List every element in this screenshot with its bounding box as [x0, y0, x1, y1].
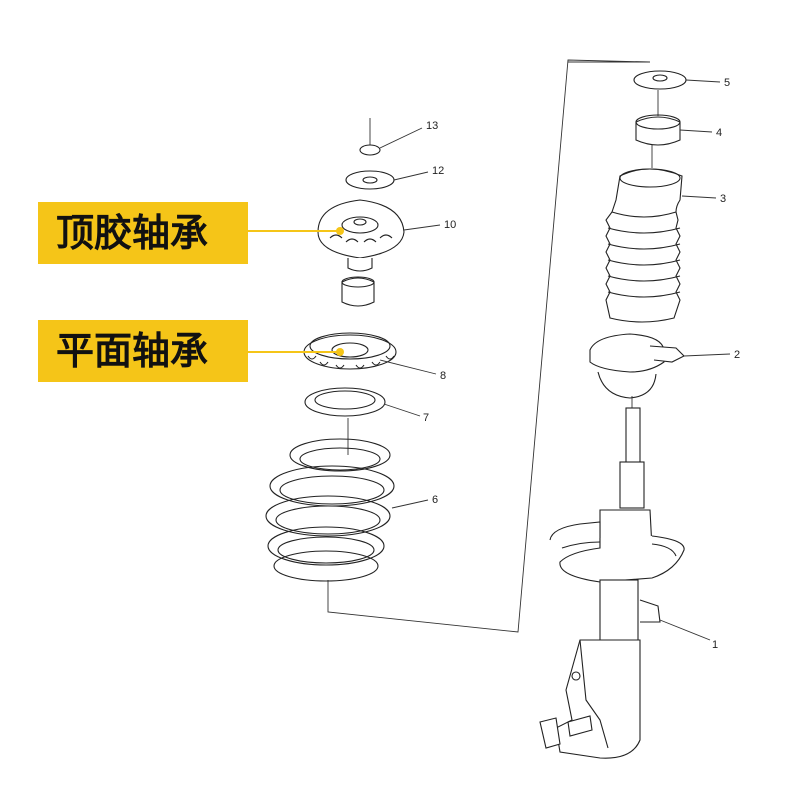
part-3-dust-boot: [605, 168, 717, 323]
callout-top-mount-label: 顶胶轴承: [38, 202, 248, 264]
callout-plane-bearing-label: 平面轴承: [38, 320, 248, 382]
part-7-spring-seat: [304, 387, 421, 417]
part-label-4: 4: [716, 127, 722, 139]
part-8-plane-bearing: [303, 332, 437, 375]
part-5-cap: [633, 70, 721, 90]
part-12-washer: [345, 170, 429, 190]
part-6-coil-spring: [265, 438, 429, 582]
part-label-6: 6: [432, 494, 438, 506]
part-1-strut-body: [539, 396, 711, 759]
part-label-13: 13: [426, 120, 438, 132]
part-label-2: 2: [734, 349, 740, 361]
part-13-nut: [359, 118, 423, 156]
part-label-10: 10: [444, 219, 456, 231]
part-label-3: 3: [720, 193, 726, 205]
part-10-top-mount: [317, 199, 441, 272]
callout-dot-plane-bearing: [336, 348, 344, 356]
part-4-bushing: [635, 114, 713, 146]
part-label-12: 12: [432, 165, 444, 177]
part-label-7: 7: [423, 412, 429, 424]
part-2-spring-isolator: [589, 333, 731, 399]
callout-dot-top-mount: [336, 227, 344, 235]
part-label-5: 5: [724, 77, 730, 89]
assembly-connector-path: [327, 59, 651, 633]
part-label-8: 8: [440, 370, 446, 382]
part-label-1: 1: [712, 639, 718, 651]
bump-stop: [341, 276, 375, 307]
